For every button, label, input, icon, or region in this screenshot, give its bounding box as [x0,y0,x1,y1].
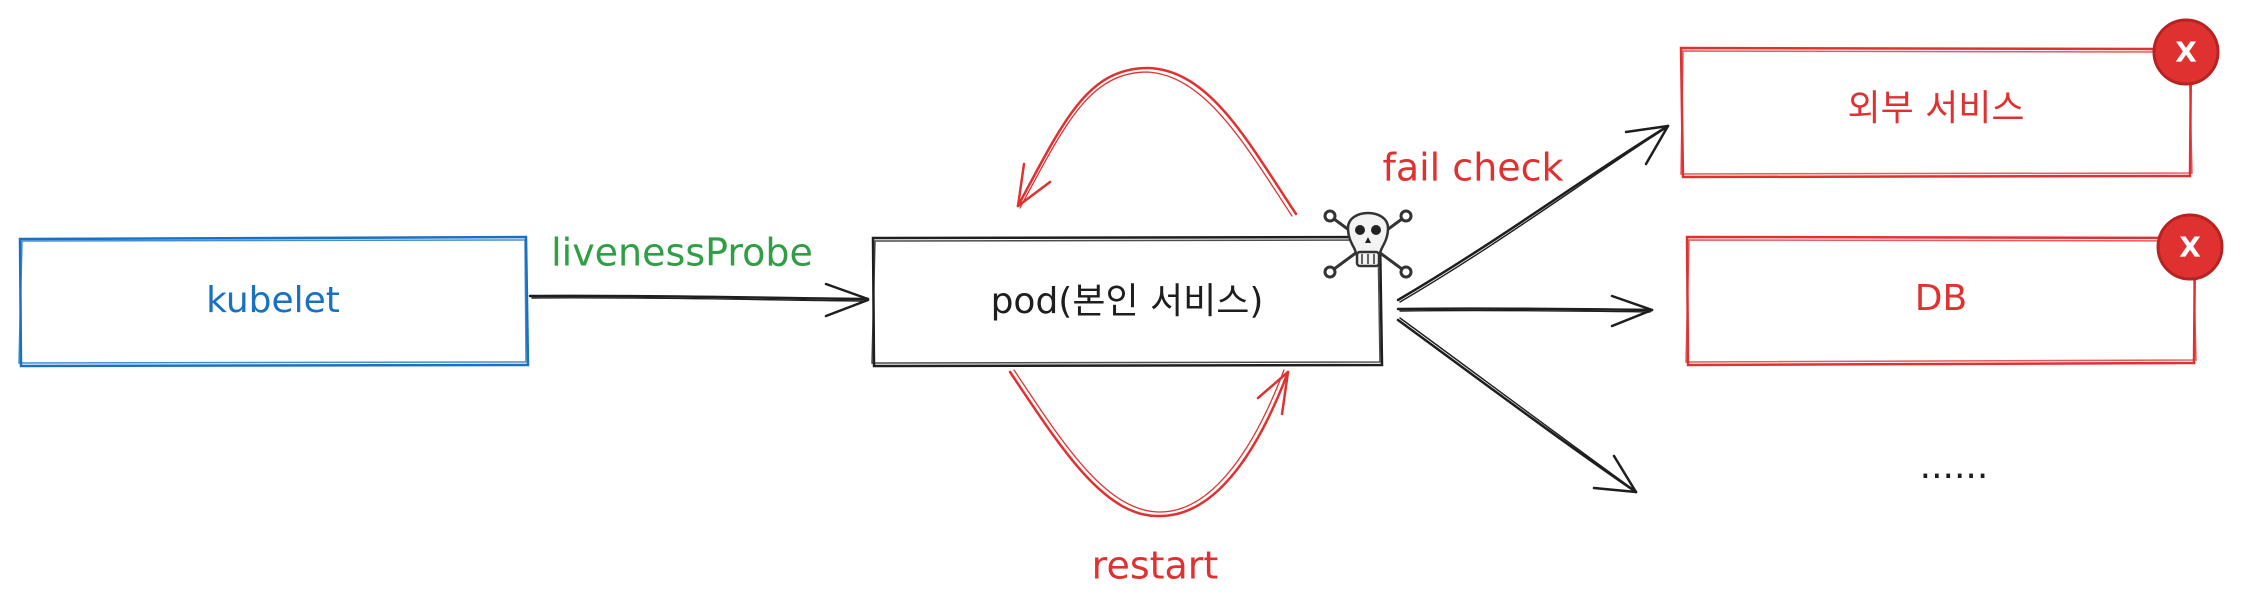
restart-arrow [1008,369,1290,518]
fail-check-arrow-external [1396,124,1670,303]
fail-check-label: fail check [1382,146,1563,190]
db-label: DB [1915,278,1967,319]
external-service-node[interactable]: 외부 서비스 [1679,46,2193,179]
skull-and-crossbones-icon [1323,209,1413,279]
db-x-circle-icon: X [2156,213,2224,281]
restart-label: restart [1092,544,1219,588]
liveness-probe-label: livenessProbe [551,231,813,275]
failure-loop-arrow [1016,66,1298,217]
more-label: ...... [1920,446,1989,487]
db-x-text: X [2179,231,2201,264]
liveness-probe-arrow [528,282,870,318]
pod-label: pod(본인 서비스) [991,281,1264,322]
pod-node[interactable]: pod(본인 서비스) [871,235,1384,368]
external-service-x-circle-icon: X [2152,18,2220,86]
external-service-label: 외부 서비스 [1847,88,2024,129]
fail-check-arrow-more [1396,317,1638,494]
kubelet-node[interactable]: kubelet [18,235,530,368]
kubelet-label: kubelet [206,280,340,321]
db-node[interactable]: DB [1685,235,2197,367]
fail-check-arrow-db [1396,294,1654,328]
external-service-x-text: X [2175,36,2197,69]
